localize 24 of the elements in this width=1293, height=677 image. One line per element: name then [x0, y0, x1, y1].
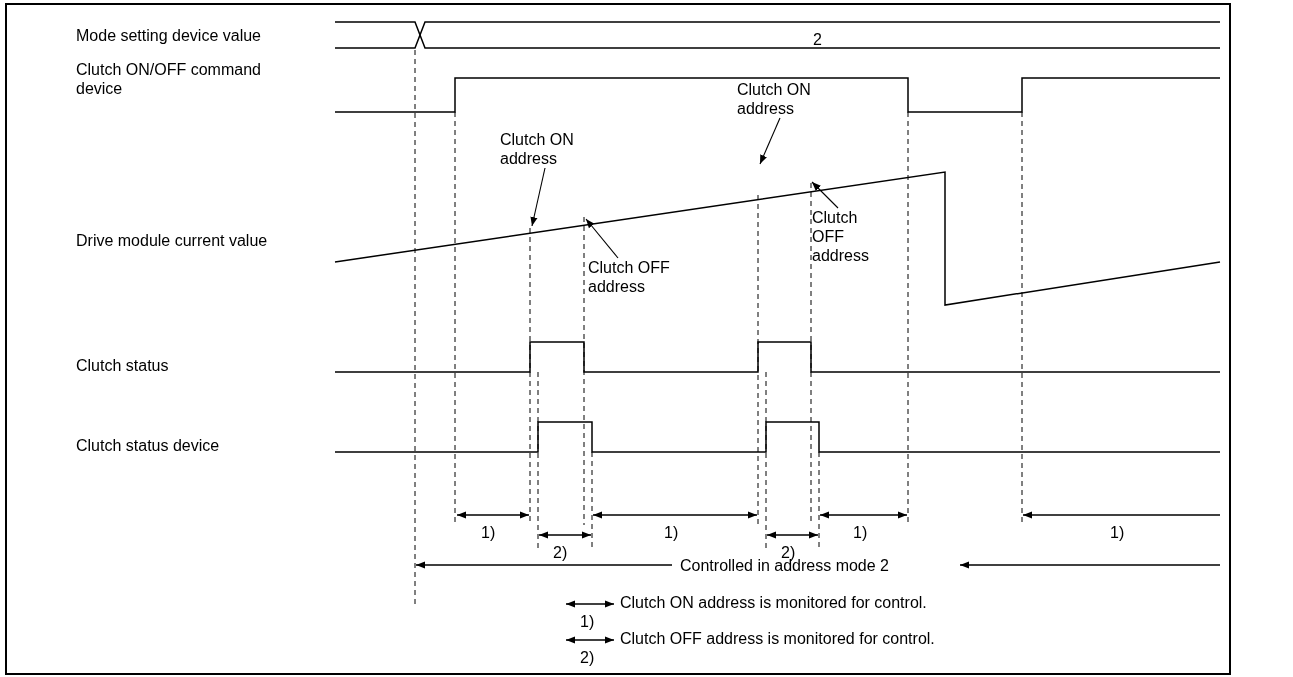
- leader-line: [811, 181, 839, 209]
- leader-line: [759, 117, 781, 165]
- legend-key-label: 2): [580, 648, 595, 667]
- leader-line: [585, 218, 619, 259]
- interval-label: 2): [781, 543, 796, 561]
- legend-text: Clutch OFF address is monitored for control.: [620, 629, 935, 648]
- annotation-text: Clutch ON address: [737, 80, 827, 118]
- annotation-text: Clutch OFF address: [588, 258, 698, 296]
- legend-key-label: 1): [580, 612, 595, 631]
- signal-label: Clutch ON/OFF command device: [76, 60, 262, 98]
- signal-label: Clutch status device: [76, 436, 220, 455]
- interval-label: 1): [853, 523, 868, 542]
- annotation-text: Clutch OFF address: [812, 208, 887, 265]
- interval-label: 1): [664, 523, 679, 542]
- interval-label: 1): [481, 523, 496, 542]
- legend-text: Clutch ON address is monitored for control.: [620, 593, 927, 612]
- signal-label: Drive module current value: [76, 231, 268, 250]
- signal-label: Mode setting device value: [76, 26, 261, 45]
- interval-label: 2): [553, 543, 568, 562]
- leader-line: [530, 167, 546, 227]
- signal-label: Clutch status: [76, 356, 169, 375]
- interval-label: 1): [1110, 523, 1125, 542]
- value-label: 2: [813, 30, 822, 49]
- annotation-text: Clutch ON address: [500, 130, 590, 168]
